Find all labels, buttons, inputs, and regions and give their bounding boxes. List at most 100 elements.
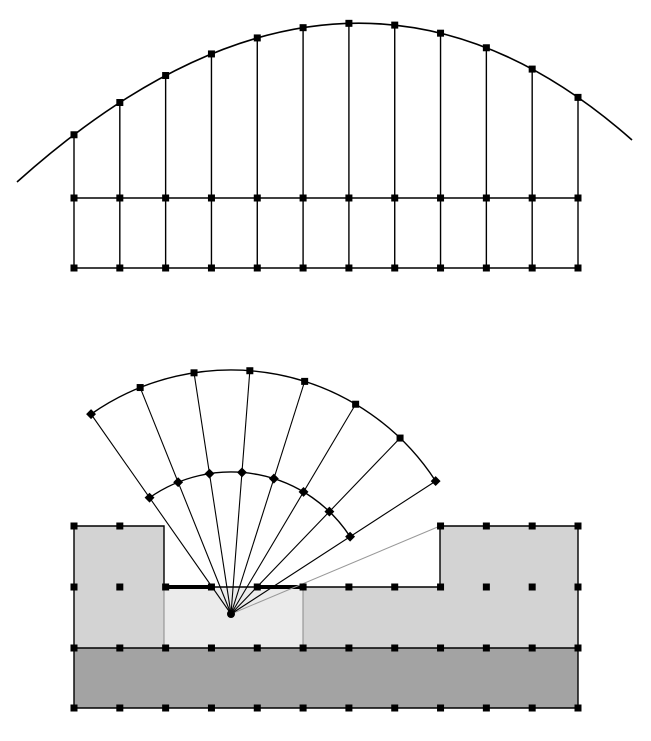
upper-arc-node xyxy=(162,72,170,80)
fan-spoke xyxy=(193,372,232,615)
lower-grid-nodes xyxy=(70,522,582,712)
lower-row3-node xyxy=(437,644,445,652)
lower-row3-node xyxy=(70,644,78,652)
upper-arc-node xyxy=(482,44,490,52)
lower-row2-node xyxy=(207,583,215,591)
upper-arc-node xyxy=(574,93,582,101)
lower-row3-node xyxy=(574,644,582,652)
upper-mid-node xyxy=(345,194,353,202)
lower-fan-grid xyxy=(70,367,582,712)
fan-inner-node xyxy=(298,486,309,497)
lower-row2-node xyxy=(574,583,582,591)
lower-bottom-node xyxy=(482,704,490,712)
lower-bottom-node xyxy=(528,704,536,712)
upper-arc-node xyxy=(116,99,124,107)
lower-bottom-node xyxy=(116,704,124,712)
lower-top-node xyxy=(70,522,78,530)
fan-spoke xyxy=(230,480,436,615)
fan-spoke xyxy=(230,403,357,615)
fan-inner-node xyxy=(345,531,356,542)
fan-spoke xyxy=(139,387,232,615)
fan-inner-node xyxy=(237,467,247,478)
lower-bottom-node xyxy=(574,704,582,712)
upper-mid-node xyxy=(116,194,124,202)
lower-top-node xyxy=(116,522,124,530)
lower-top-node xyxy=(482,522,490,530)
upper-grid-lines xyxy=(73,23,579,269)
upper-mid-node xyxy=(528,194,536,202)
upper-mid-node xyxy=(299,194,307,202)
pivot-point xyxy=(227,610,235,618)
fan-outer-node xyxy=(190,369,198,377)
lower-bottom-node xyxy=(391,704,399,712)
upper-mid-node xyxy=(482,194,490,202)
lower-row3-node xyxy=(253,644,261,652)
upper-arc-node xyxy=(207,50,215,58)
fan-outer-node xyxy=(136,384,144,392)
lower-bottom-node xyxy=(299,704,307,712)
lower-row2-node xyxy=(528,583,536,591)
upper-bottom-node xyxy=(116,264,124,272)
lower-bottom-node xyxy=(70,704,78,712)
lower-row2-node xyxy=(70,583,78,591)
fan-outer-node xyxy=(301,377,309,385)
lower-row3-node xyxy=(162,644,170,652)
lower-row2-node xyxy=(116,583,124,591)
upper-mid-node xyxy=(437,194,445,202)
fan-spoke xyxy=(230,381,306,615)
upper-bottom-node xyxy=(528,264,536,272)
upper-arched-grid xyxy=(16,19,633,272)
lower-bottom-node xyxy=(345,704,353,712)
fan-outer-node xyxy=(246,367,254,375)
lower-row2-node xyxy=(345,583,353,591)
upper-arc xyxy=(16,22,633,183)
lower-top-node xyxy=(574,522,582,530)
upper-bottom-node xyxy=(70,264,78,272)
fan-inner-node xyxy=(144,492,155,503)
lower-row3-node xyxy=(299,644,307,652)
dark-floor-region xyxy=(74,648,578,708)
lower-row3-node xyxy=(207,644,215,652)
upper-bottom-node xyxy=(482,264,490,272)
lower-bottom-node xyxy=(437,704,445,712)
upper-mid-node xyxy=(391,194,399,202)
lower-row2-node xyxy=(437,583,445,591)
upper-bottom-node xyxy=(299,264,307,272)
lower-top-node xyxy=(437,522,445,530)
thin-guide-line xyxy=(230,525,441,615)
upper-arc-node xyxy=(528,65,536,73)
upper-arc-node xyxy=(299,24,307,32)
lower-row3-node xyxy=(116,644,124,652)
lower-row3-node xyxy=(391,644,399,652)
upper-bottom-node xyxy=(437,264,445,272)
lower-top-node xyxy=(528,522,536,530)
upper-mid-node xyxy=(162,194,170,202)
upper-grid-nodes xyxy=(70,19,582,272)
upper-bottom-node xyxy=(391,264,399,272)
lower-row3-node xyxy=(482,644,490,652)
upper-arc-node xyxy=(437,29,445,37)
lower-row2-node xyxy=(253,583,261,591)
upper-bottom-node xyxy=(207,264,215,272)
upper-mid-node xyxy=(207,194,215,202)
lower-row2-node xyxy=(299,583,307,591)
fan-inner-node xyxy=(173,477,184,488)
upper-bottom-node xyxy=(574,264,582,272)
upper-arc-node xyxy=(391,21,399,29)
lower-row2-node xyxy=(482,583,490,591)
lower-bottom-node xyxy=(207,704,215,712)
fan-inner-node xyxy=(268,473,279,484)
fan-outer-node xyxy=(396,434,404,442)
fan-outer-node xyxy=(352,400,360,408)
lower-bottom-node xyxy=(253,704,261,712)
upper-mid-node xyxy=(574,194,582,202)
upper-mid-node xyxy=(253,194,261,202)
lower-row2-node xyxy=(162,583,170,591)
upper-arc-node xyxy=(253,34,261,42)
fan-inner-node xyxy=(204,468,215,479)
fan-spoke xyxy=(230,370,251,615)
fan-spoke xyxy=(90,413,232,615)
upper-arc-node xyxy=(70,131,78,139)
